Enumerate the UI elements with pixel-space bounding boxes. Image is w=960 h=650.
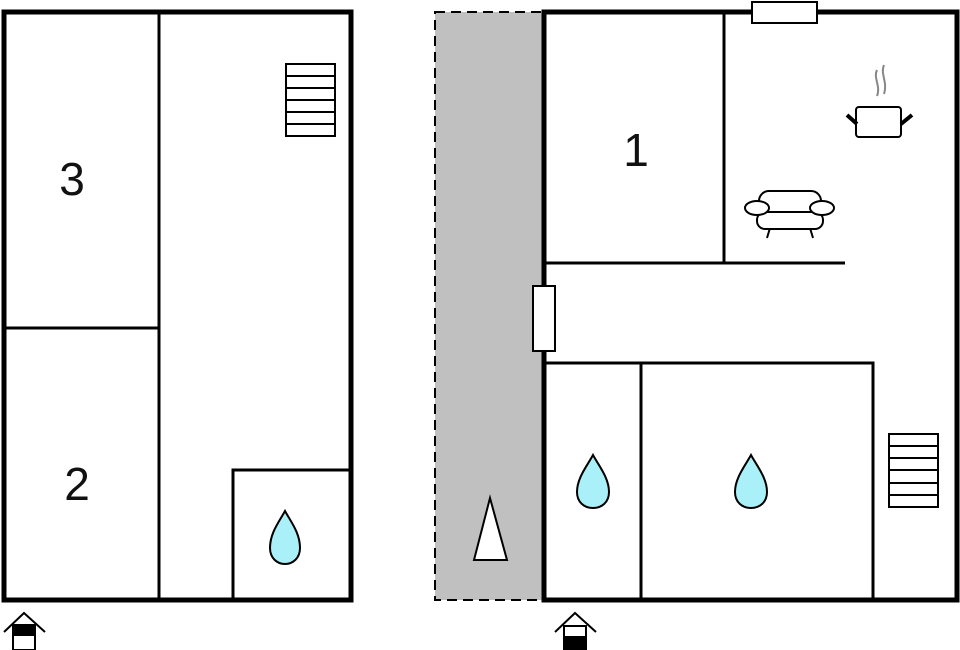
cooking-pot-icon: [845, 64, 914, 138]
left-bathroom-wall: [231, 468, 351, 600]
room-label-1: 1: [623, 124, 649, 176]
window-icon: [532, 285, 556, 352]
armchair-icon: [744, 190, 835, 239]
room-1: 1: [623, 124, 649, 176]
stairs-icon: [285, 63, 336, 137]
entrance-icon: [554, 611, 597, 650]
left-floor: 3 2: [1, 9, 354, 650]
room-label-3: 3: [59, 153, 85, 205]
water-drop-icon: [733, 452, 769, 510]
tent-icon: [472, 494, 509, 561]
right-outer-wall: [541, 9, 960, 603]
room-3: 3: [59, 153, 85, 205]
stairs-icon: [888, 433, 939, 508]
entrance-icon: [3, 611, 46, 650]
water-drop-icon: [268, 508, 302, 566]
window-icon: [751, 1, 818, 24]
room-label-2: 2: [64, 458, 90, 510]
room-2: 2: [64, 458, 90, 510]
water-drop-icon: [575, 452, 611, 510]
right-floor: 1: [434, 1, 960, 650]
bathroom-block-wall: [544, 361, 875, 600]
